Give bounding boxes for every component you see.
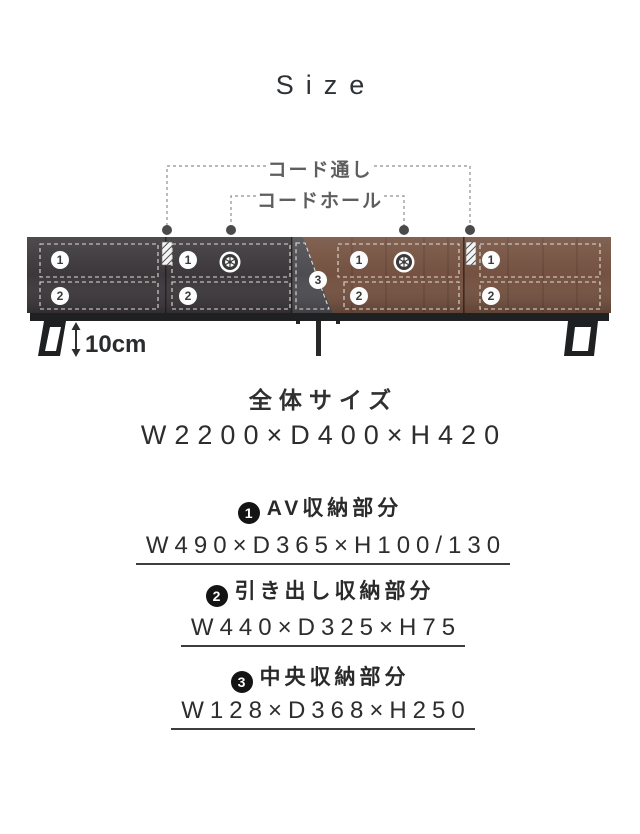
cord-pass-connector-lines (166, 165, 471, 226)
cable-slot-hatch-right (465, 241, 477, 266)
section-drawer-title: 引き出し収納部分 (234, 580, 435, 603)
section-av-heading: 1 AV収納部分 (0, 492, 640, 524)
cord-grommet-icon-right (393, 251, 415, 273)
center-support-leg (316, 321, 321, 356)
section-center-dimensions: W128×D368×H250 (171, 697, 475, 730)
connector-dots (162, 225, 475, 235)
cord-pass-label: コード通し (267, 160, 373, 181)
page-title: Size (275, 70, 377, 100)
overall-size-dimensions: W2200×D400×H420 (140, 420, 508, 450)
cable-slot-hatch-left (161, 241, 173, 266)
cord-hole-label: コードホール (256, 191, 383, 212)
section-av-title: AV収納部分 (266, 497, 403, 520)
section-drawer-heading: 2 引き出し収納部分 (0, 575, 640, 607)
section-center-heading: 3 中央収納部分 (0, 661, 640, 693)
section-stitch-outlines (39, 242, 601, 310)
leg-left (38, 321, 66, 356)
marker-av-door1: 1 (51, 251, 69, 269)
frame-stub-right (336, 321, 340, 324)
leg-height-arrow (71, 322, 81, 357)
marker-drawer-door4: 2 (482, 287, 500, 305)
section-center-dimensions-row: W128×D368×H250 (0, 697, 640, 730)
section-drawer-dimensions-row: W440×D325×H75 (0, 614, 640, 647)
cord-grommet-icon-left (219, 251, 241, 273)
section-av-dimensions: W490×D365×H100/130 (135, 532, 511, 565)
marker-center-door: 3 (309, 271, 327, 289)
frame-stub-left (296, 321, 300, 324)
marker-drawer-door1: 2 (51, 287, 69, 305)
marker-drawer-door3: 2 (350, 287, 368, 305)
marker-av-door2: 1 (179, 251, 197, 269)
leg-right (564, 321, 598, 356)
base-frame-rail (30, 313, 609, 321)
leg-height-label: 10cm (85, 331, 147, 358)
section-av-number-badge: 1 (237, 502, 260, 524)
section-center-title: 中央収納部分 (259, 666, 410, 689)
section-drawer-number-badge: 2 (205, 585, 228, 607)
section-av-dimensions-row: W490×D365×H100/130 (0, 532, 640, 565)
marker-av-door3: 1 (350, 251, 368, 269)
overall-size-heading: 全体サイズ (248, 387, 399, 413)
door-seams (165, 237, 465, 313)
marker-drawer-door2: 2 (179, 287, 197, 305)
section-drawer-dimensions: W440×D325×H75 (180, 614, 466, 647)
section-center-number-badge: 3 (230, 671, 253, 693)
marker-av-door4: 1 (482, 251, 500, 269)
cord-hole-connector-lines (230, 195, 405, 226)
